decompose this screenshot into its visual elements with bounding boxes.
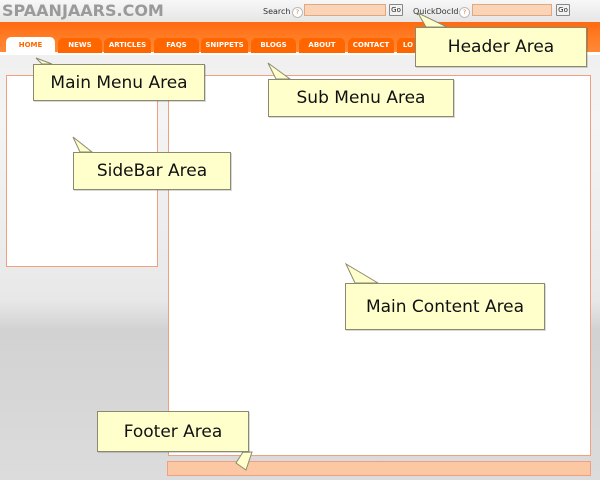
quickdocid-input[interactable] <box>472 4 552 16</box>
main-menu-area-callout: Main Menu Area <box>33 64 205 101</box>
tab-articles[interactable]: ARTICLES <box>104 38 151 53</box>
main-content-area-callout: Main Content Area <box>345 283 545 330</box>
sub-menu-callout-pointer <box>267 62 292 80</box>
menu-bar-divider <box>0 52 600 55</box>
sidebar-area-callout: SideBar Area <box>73 152 231 190</box>
sub-menu-area-callout: Sub Menu Area <box>268 79 454 117</box>
search-input[interactable] <box>304 4 386 16</box>
search-help-icon[interactable]: ? <box>292 7 303 18</box>
header-callout-pointer <box>416 11 448 28</box>
main-content-callout-pointer <box>344 262 380 284</box>
sidebar-callout-pointer <box>72 136 94 153</box>
tab-faqs[interactable]: FAQS <box>154 38 199 53</box>
header-area-callout: Header Area <box>415 27 587 67</box>
tab-news[interactable]: NEWS <box>58 38 102 53</box>
tab-snippets[interactable]: SNIPPETS <box>201 38 248 53</box>
quickdocid-help-icon[interactable]: ? <box>459 7 470 18</box>
quickdocid-go-button[interactable]: Go <box>556 4 570 16</box>
footer-area <box>167 461 591 476</box>
search-label: Search <box>263 7 291 16</box>
tab-login[interactable]: LO <box>397 38 419 53</box>
tab-contact[interactable]: CONTACT <box>348 38 394 53</box>
tab-about[interactable]: ABOUT <box>299 38 345 53</box>
main-content-area <box>168 75 591 456</box>
search-go-button[interactable]: Go <box>389 4 403 16</box>
footer-area-callout: Footer Area <box>97 411 249 452</box>
site-logo[interactable]: SPAANJAARS.COM <box>2 1 164 20</box>
footer-callout-pointer <box>235 451 253 471</box>
tab-blogs[interactable]: BLOGS <box>251 38 296 53</box>
site-header: SPAANJAARS.COM Search ? Go QuickDocId ? … <box>0 0 600 22</box>
tab-home[interactable]: HOME <box>6 37 55 54</box>
quickdocid-label: QuickDocId <box>413 7 459 16</box>
